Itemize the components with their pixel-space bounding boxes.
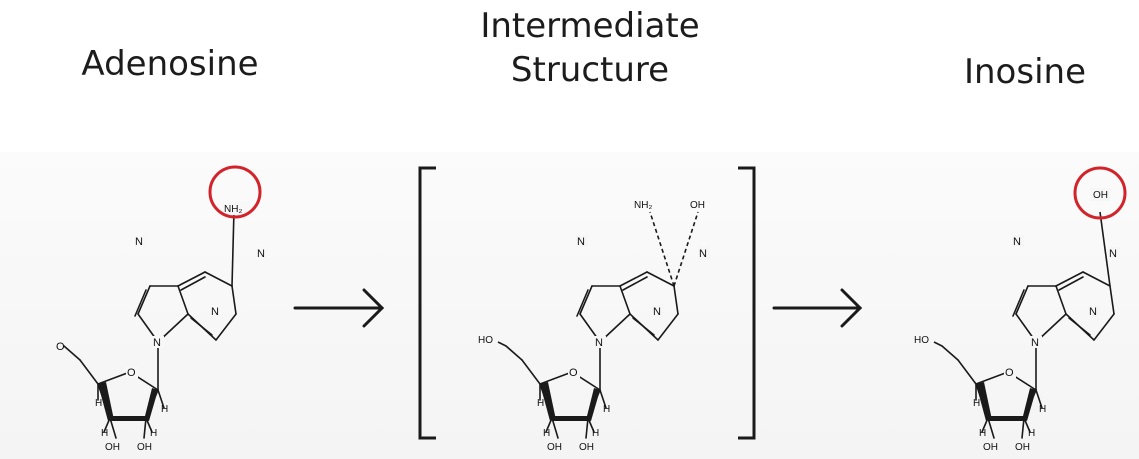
adenosine-n7-label: N: [135, 236, 143, 248]
inosine-ring-oxygen-label: O: [1005, 367, 1014, 379]
left-bracket: [418, 166, 436, 440]
intermediate-nh2-label: NH₂: [634, 200, 652, 211]
adenosine-h4-label: H: [95, 398, 102, 409]
inosine-oh-label: OH: [1093, 190, 1108, 201]
intermediate-oh-label: OH: [690, 200, 705, 211]
adenosine-h3-label: H: [101, 428, 108, 439]
inosine-n7-label: N: [1013, 236, 1021, 248]
inosine-oh3-label: OH: [983, 442, 998, 453]
inosine-n3-label: N: [1089, 306, 1097, 318]
reaction-panel-background: [0, 152, 1139, 459]
intermediate-h4-label: H: [537, 398, 544, 409]
adenosine-molecule: [63, 209, 237, 439]
reaction-arrow-2: [772, 288, 863, 328]
inosine-h1-label: H: [1039, 404, 1046, 415]
inosine-h2-label: H: [1028, 428, 1035, 439]
inosine-title: Inosine: [963, 52, 1086, 92]
inosine-hydroxyl-highlight-circle: [1073, 166, 1127, 220]
intermediate-h2-label: H: [592, 428, 599, 439]
intermediate-n7-label: N: [577, 236, 585, 248]
intermediate-oh3-label: OH: [547, 442, 562, 453]
adenosine-atom-labels: N N N N O O H H H H OH OH NH₂: [56, 202, 268, 453]
reaction-arrow-1: [293, 288, 385, 328]
inosine-h3-label: H: [979, 428, 986, 439]
inosine-h4-label: H: [973, 398, 980, 409]
right-bracket: [738, 166, 756, 440]
adenosine-5-oxygen-label: O: [56, 341, 65, 353]
adenosine-nh2-label: NH₂: [224, 204, 242, 215]
intermediate-oh2-label: OH: [579, 442, 594, 453]
intermediate-n1-label: N: [699, 248, 707, 260]
intermediate-n3-label: N: [653, 306, 661, 318]
inosine-atom-labels: N N N N O HO H H H H OH OH OH: [914, 188, 1120, 453]
intermediate-brackets: [418, 166, 756, 440]
inosine-n9-label: N: [1031, 337, 1039, 349]
intermediate-n9-label: N: [595, 337, 603, 349]
intermediate-ho5-label: HO: [478, 335, 493, 346]
adenosine-oh2-label: OH: [137, 442, 152, 453]
adenosine-amino-highlight-circle: [208, 165, 262, 219]
intermediate-ring-oxygen-label: O: [569, 367, 578, 379]
adenosine-h2-label: H: [150, 428, 157, 439]
intermediate-molecule: [497, 211, 699, 439]
adenosine-ring-oxygen-label: O: [127, 367, 136, 379]
intermediate-h3-label: H: [543, 428, 550, 439]
inosine-ho5-label: HO: [914, 335, 929, 346]
adenosine-n9-label: N: [153, 337, 161, 349]
intermediate-title-line1: Intermediate: [480, 6, 700, 46]
adenosine-n3-label: N: [211, 306, 219, 318]
intermediate-title-line2: Structure: [510, 50, 670, 90]
intermediate-h1-label: H: [603, 404, 610, 415]
adenosine-title: Adenosine: [81, 44, 259, 84]
inosine-n1-label: N: [1109, 248, 1117, 260]
intermediate-title: Intermediate Structure: [430, 4, 750, 92]
adenosine-h1-label: H: [161, 404, 168, 415]
inosine-molecule: [933, 211, 1115, 439]
adenosine-n1-label: N: [257, 248, 265, 260]
intermediate-atom-labels: N N N N O HO H H H H OH OH NH₂ OH: [478, 200, 710, 453]
inosine-oh2-label: OH: [1015, 442, 1030, 453]
adenosine-oh3-label: OH: [105, 442, 120, 453]
